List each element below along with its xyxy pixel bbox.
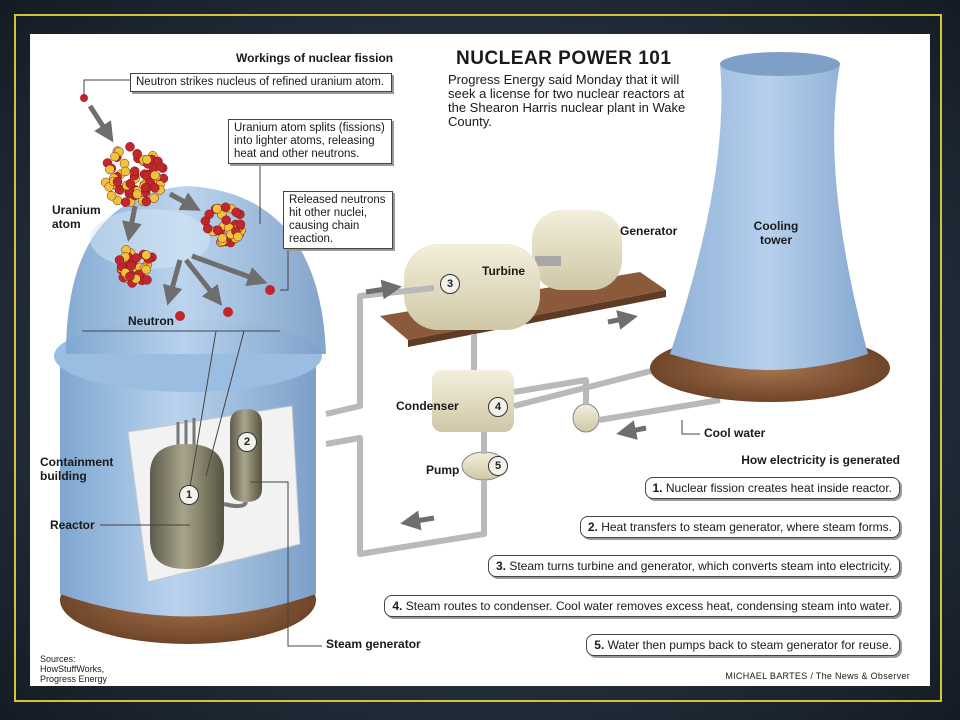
- reactor-vessel: [150, 444, 224, 569]
- nucleon-dot: [112, 177, 123, 187]
- nucleon-dot: [132, 189, 142, 199]
- nucleon-dot: [141, 264, 151, 275]
- marker-4: 4: [488, 397, 508, 417]
- slide-frame: [14, 14, 942, 702]
- step-2: 2. Heat transfers to steam generator, wh…: [579, 516, 900, 538]
- nucleon-dot: [141, 250, 151, 260]
- infographic-panel: Workings of nuclear fission Neutron stri…: [30, 34, 930, 686]
- reactor-label: Reactor: [50, 518, 95, 532]
- nucleon-dot: [126, 260, 136, 271]
- step-1: 1. Nuclear fission creates heat inside r…: [644, 477, 900, 499]
- nucleon-dot: [221, 215, 231, 225]
- nucleon-dot: [125, 178, 136, 189]
- nucleon-dot: [120, 197, 131, 207]
- nucleon-dot: [235, 219, 246, 230]
- nucleon-dot: [131, 253, 141, 263]
- lede-text: Progress Energy said Monday that it will…: [448, 72, 686, 129]
- nucleon-dot: [125, 271, 135, 282]
- nucleon-dot: [114, 255, 125, 265]
- page-title: NUCLEAR POWER 101: [456, 48, 672, 69]
- cool-water-label: Cool water: [704, 426, 766, 440]
- marker-3: 3: [440, 274, 460, 294]
- nucleon-dot: [125, 142, 135, 152]
- step-5: 5. Water then pumps back to steam genera…: [586, 634, 900, 656]
- nucleon-dot: [129, 166, 140, 176]
- fission-callout-1: Neutron strikes nucleus of refined urani…: [130, 73, 392, 92]
- nucleon-dot: [120, 166, 131, 177]
- cooling-tower: [670, 58, 868, 370]
- marker-5: 5: [488, 456, 508, 476]
- nucleon-dot: [119, 158, 130, 169]
- neutron-dot: [175, 311, 185, 321]
- nucleon-dot: [212, 225, 223, 235]
- nucleon-dot: [106, 191, 117, 201]
- condenser-body: [432, 370, 514, 432]
- pipes: [325, 285, 721, 557]
- steps-heading: How electricity is generated: [741, 453, 900, 467]
- nucleon-dot: [105, 164, 115, 175]
- nucleon-dot: [150, 183, 160, 193]
- fission-heading: Workings of nuclear fission: [236, 51, 394, 65]
- nucleon-dot: [233, 231, 243, 242]
- step-4: 4. Steam routes to condenser. Cool water…: [384, 595, 900, 617]
- marker-2: 2: [237, 432, 257, 452]
- step-3: 3. Steam turns turbine and generator, wh…: [488, 555, 900, 577]
- nucleon-dot: [110, 151, 120, 162]
- cool-water-valve: [572, 403, 600, 433]
- uranium-atom-cluster: [100, 142, 246, 288]
- nucleon-dot: [217, 233, 228, 243]
- nucleon-dot: [156, 162, 166, 172]
- condenser-label: Condenser: [396, 399, 459, 413]
- sources-text: Sources: HowStuffWorks, Progress Energy: [40, 654, 108, 684]
- cooling-tower-label: Cooling tower: [753, 219, 799, 247]
- nucleon-dot: [212, 204, 222, 214]
- generator-body: [532, 210, 622, 290]
- nucleon-dot: [132, 149, 142, 159]
- nucleon-dot: [204, 209, 214, 220]
- containment-label: Containment building: [40, 455, 114, 483]
- nucleon-dot: [150, 170, 160, 181]
- uranium-atom-label: Uranium atom: [52, 203, 101, 231]
- steam-generator-vessel: [230, 409, 262, 502]
- marker-1: 1: [179, 485, 199, 505]
- nucleon-dot: [140, 182, 151, 193]
- neutron-label: Neutron: [128, 314, 174, 328]
- nucleon-dot: [141, 196, 152, 207]
- plant-illustration: [54, 52, 890, 647]
- generator-label: Generator: [620, 224, 678, 238]
- nucleon-dot: [202, 223, 213, 234]
- fission-callout-2: Uranium atom splits (fissions) into ligh…: [228, 119, 392, 164]
- fission-callout-3: Released neutrons hit other nuclei, caus…: [283, 191, 393, 249]
- pump-label: Pump: [426, 463, 460, 477]
- nucleon-dot: [231, 207, 241, 218]
- steam-generator-label: Steam generator: [326, 637, 421, 651]
- nucleon-dot: [142, 275, 152, 285]
- nucleon-dot: [142, 154, 152, 165]
- nucleon-dot: [220, 202, 231, 213]
- turbine-body: [404, 244, 540, 330]
- credit-text: MICHAEL BARTES / The News & Observer: [725, 671, 910, 681]
- turbine-label: Turbine: [482, 264, 526, 278]
